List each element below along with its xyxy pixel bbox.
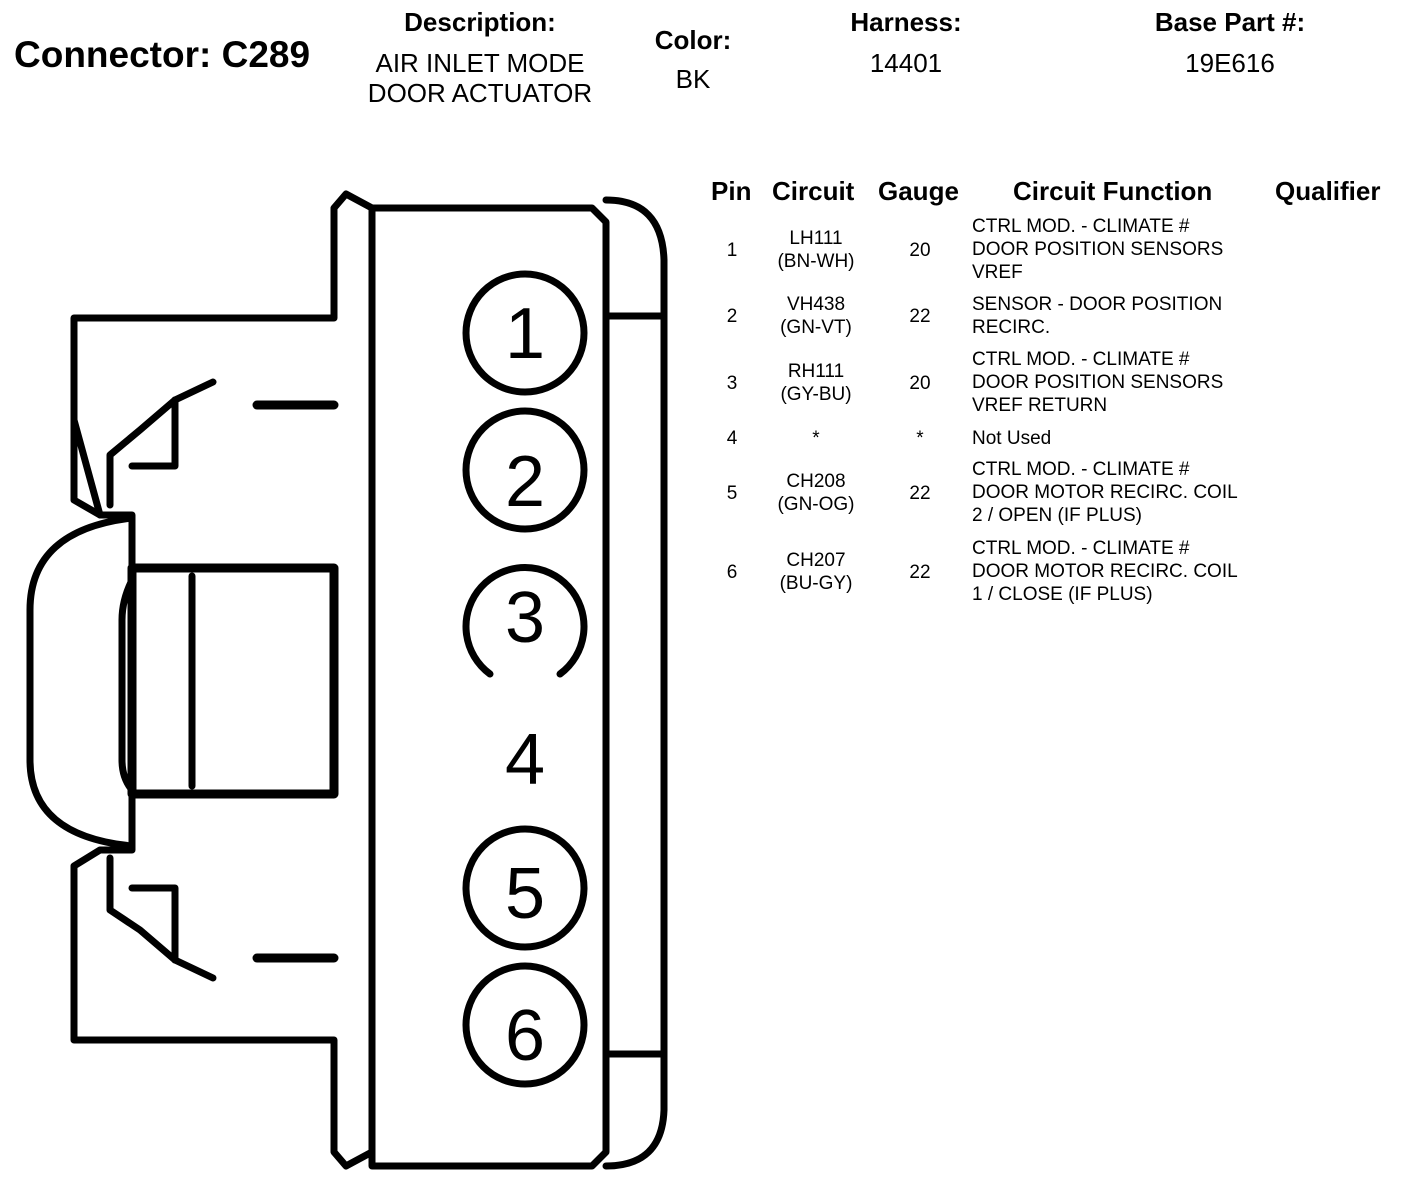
pin-5-cavity xyxy=(462,825,588,951)
col-header-qualifier: Qualifier xyxy=(1275,176,1381,206)
function-line: SENSOR - DOOR POSITION xyxy=(972,294,1223,315)
function-line: RECIRC. xyxy=(972,317,1051,338)
harness-block: Harness: 14401 xyxy=(806,6,1006,78)
circuit-id: LH111 xyxy=(789,228,843,249)
circuit-id: RH111 xyxy=(787,361,845,382)
pin-cell: 5 xyxy=(726,483,738,504)
circuit-color: (GN-OG) xyxy=(777,494,855,515)
housing-body xyxy=(368,204,610,1170)
color-value: BK xyxy=(675,64,711,94)
pin-label-3: 3 xyxy=(505,578,545,658)
base-part-block: Base Part #: 19E616 xyxy=(1120,6,1340,78)
pin-2-cavity xyxy=(462,407,588,533)
circuit-cell: RH111 (GY-BU) xyxy=(756,360,876,406)
pin-1-cavity xyxy=(462,270,588,396)
harness-value: 14401 xyxy=(869,48,943,78)
function-cell: CTRL MOD. - CLIMATE # DOOR POSITION SENS… xyxy=(972,348,1223,417)
function-line: CTRL MOD. - CLIMATE # xyxy=(972,459,1190,480)
circuit-color: (GY-BU) xyxy=(780,384,852,405)
circuit-cell: CH207 (BU-GY) xyxy=(756,549,876,595)
latch-bump xyxy=(26,514,136,850)
circuit-cell: * xyxy=(812,428,820,449)
pin-label-1: 1 xyxy=(505,294,545,374)
function-cell: CTRL MOD. - CLIMATE # DOOR MOTOR RECIRC.… xyxy=(972,537,1238,606)
connector-face-diagram: 1 2 3 4 5 6 xyxy=(26,190,668,1170)
pin-6-cavity xyxy=(462,962,588,1088)
circuit-id: VH438 xyxy=(786,294,846,315)
pin-cell: 6 xyxy=(726,562,738,583)
function-line: DOOR POSITION SENSORS xyxy=(972,372,1224,393)
function-line: DOOR MOTOR RECIRC. COIL xyxy=(972,482,1238,503)
function-cell: Not Used xyxy=(972,427,1051,450)
function-line: CTRL MOD. - CLIMATE # xyxy=(972,538,1190,559)
circuit-color: (GN-VT) xyxy=(780,317,852,338)
gauge-cell: 22 xyxy=(909,562,931,583)
col-header-circuit: Circuit xyxy=(772,176,855,206)
color-block: Color: BK xyxy=(633,24,753,94)
circuit-color: (BN-WH) xyxy=(777,251,855,272)
connector-title: Connector: C289 xyxy=(14,34,311,75)
circuit-color: (BU-GY) xyxy=(779,573,853,594)
pin-label-5: 5 xyxy=(505,854,545,934)
gauge-cell: 22 xyxy=(909,306,931,327)
function-line: CTRL MOD. - CLIMATE # xyxy=(972,216,1190,237)
function-cell: CTRL MOD. - CLIMATE # DOOR POSITION SENS… xyxy=(972,215,1223,284)
pin-label-4: 4 xyxy=(505,720,545,800)
circuit-cell: CH208 (GN-OG) xyxy=(756,470,876,516)
pin-label-2: 2 xyxy=(505,442,545,522)
function-line: CTRL MOD. - CLIMATE # xyxy=(972,349,1190,370)
function-cell: SENSOR - DOOR POSITION RECIRC. xyxy=(972,293,1222,339)
gauge-cell: 22 xyxy=(909,483,931,504)
function-line: VREF RETURN xyxy=(972,395,1108,416)
pin-cell: 1 xyxy=(726,240,738,261)
gauge-cell: 20 xyxy=(909,373,931,394)
gauge-cell: * xyxy=(916,428,924,449)
pin-cell: 2 xyxy=(726,306,738,327)
description-block: Description: AIR INLET MODE DOOR ACTUATO… xyxy=(360,6,600,108)
function-line: 1 / CLOSE (IF PLUS) xyxy=(972,584,1153,605)
function-line: 2 / OPEN (IF PLUS) xyxy=(972,505,1142,526)
gauge-cell: 20 xyxy=(909,240,931,261)
circuit-id: CH208 xyxy=(786,471,846,492)
right-cap xyxy=(602,196,668,1170)
function-line: DOOR MOTOR RECIRC. COIL xyxy=(972,561,1238,582)
col-header-gauge: Gauge xyxy=(878,176,959,206)
circuit-cell: VH438 (GN-VT) xyxy=(756,293,876,339)
function-line: Not Used xyxy=(972,428,1052,449)
pin-label-6: 6 xyxy=(505,996,545,1076)
col-header-function: Circuit Function xyxy=(1013,176,1213,206)
pin-cell: 3 xyxy=(726,373,738,394)
base-part-label: Base Part #: xyxy=(1154,7,1306,37)
harness-label: Harness: xyxy=(850,7,962,37)
circuit-cell: LH111 (BN-WH) xyxy=(756,227,876,273)
pin-3-cavity xyxy=(462,564,588,678)
circuit-id: CH207 xyxy=(786,550,846,571)
col-header-pin: Pin xyxy=(711,176,752,206)
function-cell: CTRL MOD. - CLIMATE # DOOR MOTOR RECIRC.… xyxy=(972,458,1238,527)
description-line-1: AIR INLET MODE xyxy=(375,48,585,78)
base-part-value: 19E616 xyxy=(1185,48,1275,78)
pin-cell: 4 xyxy=(726,428,738,449)
color-label: Color: xyxy=(654,25,732,55)
function-line: DOOR POSITION SENSORS xyxy=(972,239,1224,260)
description-line-2: DOOR ACTUATOR xyxy=(367,78,593,108)
function-line: VREF xyxy=(972,262,1023,283)
description-label: Description: xyxy=(404,7,556,37)
